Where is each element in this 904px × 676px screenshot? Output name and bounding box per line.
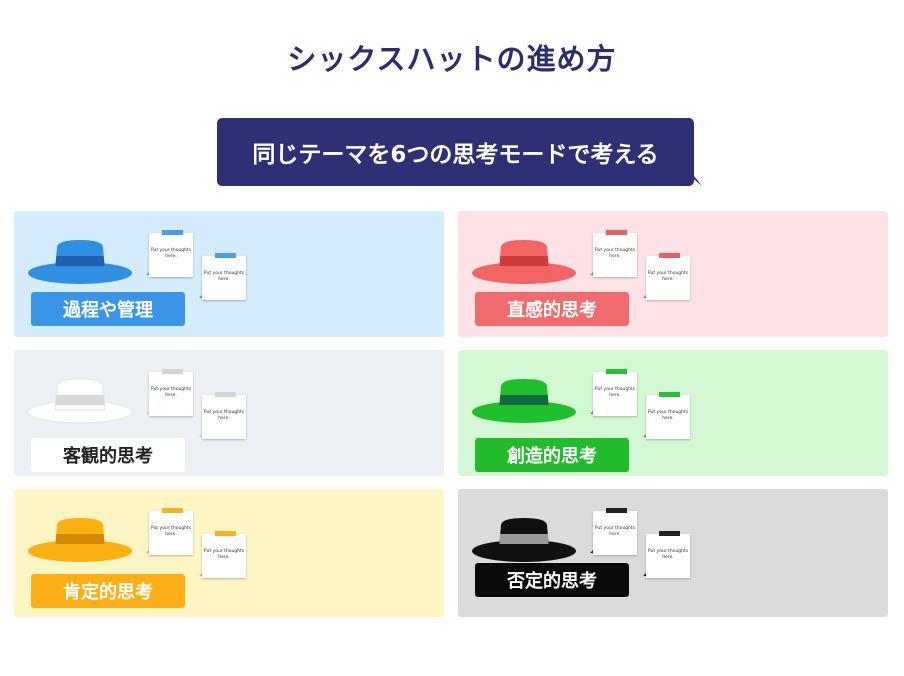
red-hat-icon	[472, 240, 576, 284]
note-text: Put your thoughts here.	[202, 534, 246, 578]
sticky-note[interactable]: Put your thoughts here.	[199, 253, 246, 300]
green-hat-icon	[472, 379, 576, 423]
hat-card-white: 客観的思考 Put your thoughts here.Put your tho…	[14, 350, 444, 476]
note-tape	[215, 531, 236, 536]
note-text: Put your thoughts here.	[149, 233, 193, 277]
note-text: Put your thoughts here.	[149, 372, 193, 416]
sticky-note[interactable]: Put your thoughts here.	[199, 531, 246, 578]
note-tape	[162, 508, 183, 513]
subtitle-text: 同じテーマを6つの思考モードで考える	[252, 142, 659, 168]
sticky-note[interactable]: Put your thoughts here.	[590, 369, 637, 416]
sticky-note[interactable]: Put your thoughts here.	[146, 508, 193, 555]
white-hat-icon	[27, 378, 133, 424]
subtitle-bubble: 同じテーマを6つの思考モードで考える	[217, 118, 694, 186]
blue-hat-icon	[28, 240, 132, 284]
note-tape	[659, 253, 680, 258]
sticky-note[interactable]: Put your thoughts here.	[590, 230, 637, 277]
note-tape	[659, 392, 680, 397]
sticky-note[interactable]: Put your thoughts here.	[199, 392, 246, 439]
hat-label-white: 客観的思考	[31, 438, 185, 472]
hat-card-yellow: 肯定的思考 Put your thoughts here.Put your tho…	[14, 489, 444, 617]
note-text: Put your thoughts here.	[202, 395, 246, 439]
yellow-hat-icon	[28, 518, 132, 562]
sticky-note[interactable]: Put your thoughts here.	[643, 531, 690, 578]
note-tape	[215, 253, 236, 258]
sticky-note[interactable]: Put your thoughts here.	[590, 508, 637, 555]
hat-label-red: 直感的思考	[475, 292, 629, 326]
note-tape	[606, 230, 627, 235]
note-tape	[162, 230, 183, 235]
sticky-note[interactable]: Put your thoughts here.	[643, 392, 690, 439]
hat-card-blue: 過程や管理 Put your thoughts here.Put your tho…	[14, 211, 444, 337]
note-text: Put your thoughts here.	[593, 511, 637, 555]
hat-card-green: 創造的思考 Put your thoughts here.Put your tho…	[458, 350, 888, 476]
note-tape	[606, 369, 627, 374]
note-tape	[606, 508, 627, 513]
page-title: シックスハットの進め方	[287, 42, 617, 76]
bubble-tail	[690, 176, 702, 186]
sticky-note[interactable]: Put your thoughts here.	[146, 230, 193, 277]
note-tape	[659, 531, 680, 536]
note-tape	[215, 392, 236, 397]
hat-label-black: 否定的思考	[475, 563, 629, 597]
note-text: Put your thoughts here.	[646, 395, 690, 439]
black-hat-icon	[472, 518, 576, 562]
hat-label-green: 創造的思考	[475, 438, 629, 472]
sticky-note[interactable]: Put your thoughts here.	[643, 253, 690, 300]
hat-card-red: 直感的思考 Put your thoughts here.Put your tho…	[458, 211, 888, 337]
sticky-note[interactable]: Put your thoughts here.	[146, 369, 193, 416]
hat-label-blue: 過程や管理	[31, 292, 185, 326]
hat-label-yellow: 肯定的思考	[31, 574, 185, 608]
note-text: Put your thoughts here.	[646, 256, 690, 300]
hat-card-black: 否定的思考 Put your thoughts here.Put your tho…	[458, 489, 888, 617]
note-text: Put your thoughts here.	[149, 511, 193, 555]
note-tape	[162, 369, 183, 374]
note-text: Put your thoughts here.	[646, 534, 690, 578]
note-text: Put your thoughts here.	[202, 256, 246, 300]
note-text: Put your thoughts here.	[593, 372, 637, 416]
note-text: Put your thoughts here.	[593, 233, 637, 277]
